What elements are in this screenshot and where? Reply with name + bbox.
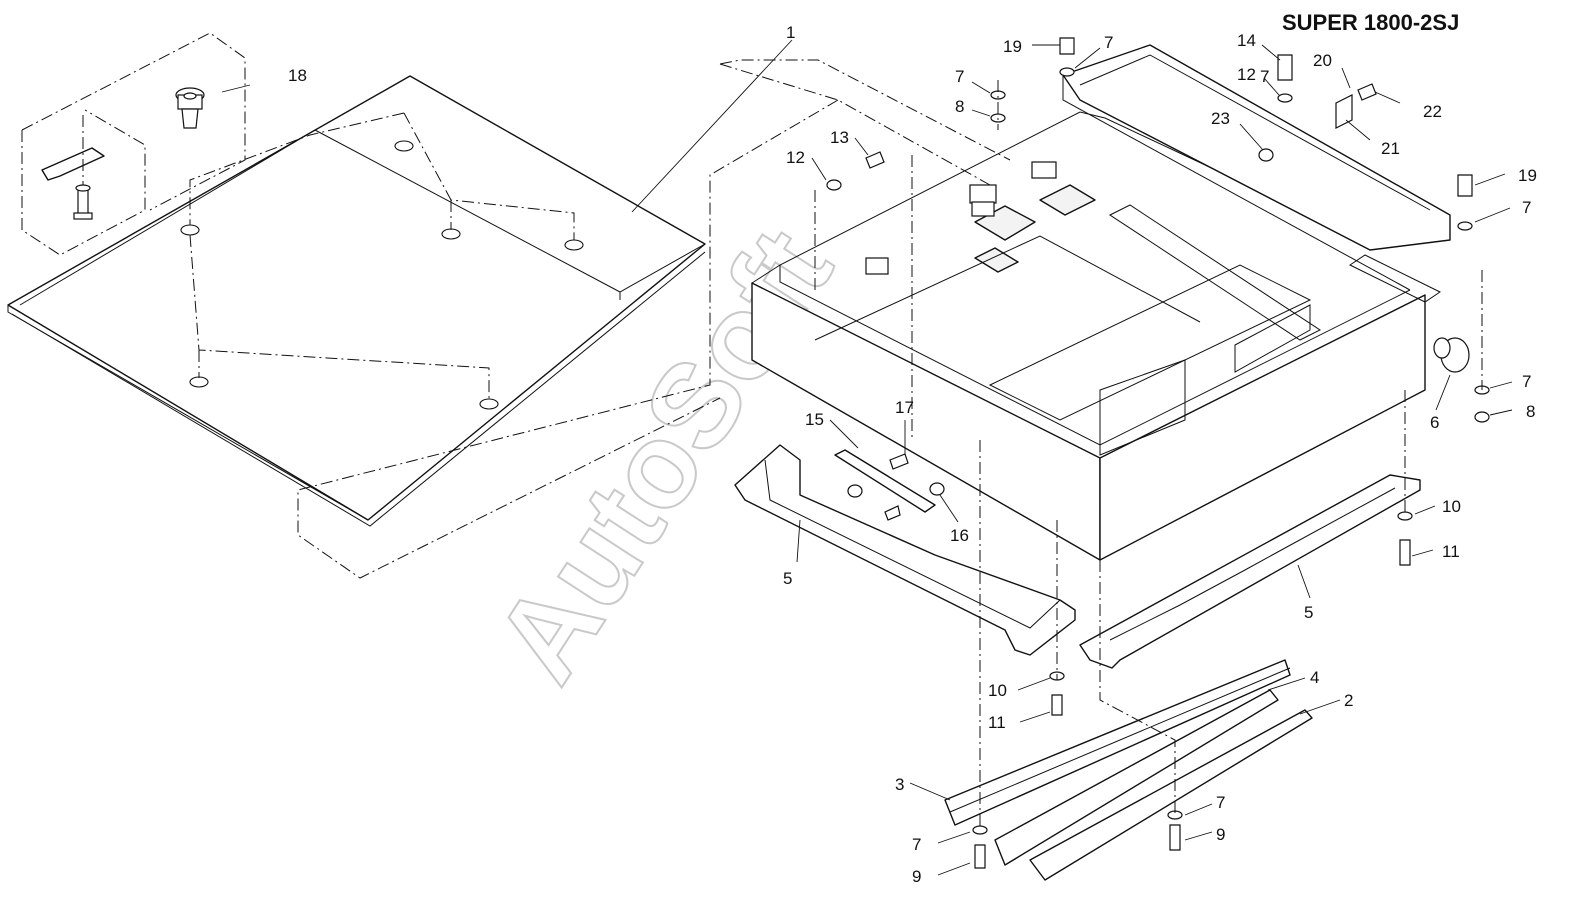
lid-boundary-phantom xyxy=(297,59,1011,579)
carriage-bolt-19b xyxy=(1457,174,1473,231)
callout-7-f: 7 xyxy=(912,835,921,854)
callout-10-b: 10 xyxy=(988,681,1007,700)
callout-9-b: 9 xyxy=(912,867,921,886)
bumper-foot xyxy=(1433,337,1470,373)
callout-7-c: 7 xyxy=(1522,198,1531,217)
callout-5-right: 5 xyxy=(1304,603,1313,622)
callout-7-a: 7 xyxy=(1104,33,1113,52)
washer-7b xyxy=(1474,385,1490,423)
callout-7-g: 7 xyxy=(1260,67,1269,86)
callout-8-b: 8 xyxy=(1526,402,1535,421)
carriage-bolt-14 xyxy=(1277,54,1293,103)
side-bracket-left xyxy=(734,444,1076,656)
callout-13: 13 xyxy=(830,128,849,147)
callout-11-b: 11 xyxy=(988,713,1006,732)
main-box-body xyxy=(751,111,1426,561)
washer-7d xyxy=(1167,810,1183,851)
callout-11-a: 11 xyxy=(1442,542,1460,561)
hex-bolt-12 xyxy=(826,179,842,191)
callout-15: 15 xyxy=(805,410,824,429)
callout-12-a: 12 xyxy=(786,148,805,167)
callout-21: 21 xyxy=(1381,139,1400,158)
callout-20: 20 xyxy=(1313,51,1332,70)
drawing-title: SUPER 1800-2SJ xyxy=(1282,10,1460,35)
callout-18: 18 xyxy=(288,66,307,85)
rail-bracket-20-21 xyxy=(1258,83,1377,162)
lid-panel xyxy=(7,75,706,527)
hinge-strap xyxy=(834,449,945,521)
callout-23: 23 xyxy=(1211,109,1230,128)
latch-knob xyxy=(175,87,205,129)
latch-tongue xyxy=(41,115,105,220)
callout-7-b: 7 xyxy=(955,67,964,86)
callout-19-a: 19 xyxy=(1003,37,1022,56)
callout-2: 2 xyxy=(1344,691,1353,710)
callout-12-b: 12 xyxy=(1237,65,1256,84)
callout-9-a: 9 xyxy=(1216,825,1225,844)
callout-7-e: 7 xyxy=(1216,793,1225,812)
callout-4: 4 xyxy=(1310,668,1319,687)
callout-22: 22 xyxy=(1423,102,1442,121)
washer-10a xyxy=(1397,511,1413,566)
callout-14: 14 xyxy=(1237,31,1256,50)
callout-17: 17 xyxy=(895,398,914,417)
rear-hinge-rail xyxy=(1062,44,1451,303)
seal-strip xyxy=(994,689,1279,866)
callout-6: 6 xyxy=(1430,413,1439,432)
hex-bolt-13 xyxy=(865,151,885,169)
toothed-strip xyxy=(944,659,1291,826)
callout-leaders xyxy=(221,39,1513,876)
assembly-center-lines xyxy=(814,80,1483,830)
callout-numbers: 1 2 3 4 5 5 6 7 7 7 7 7 7 7 8 8 9 9 10 1… xyxy=(288,23,1537,886)
latch-detail-box xyxy=(21,32,246,256)
callout-10-a: 10 xyxy=(1442,497,1461,516)
carriage-bolt-19a xyxy=(1059,37,1075,77)
callout-8-a: 8 xyxy=(955,97,964,116)
callout-16: 16 xyxy=(950,526,969,545)
trim-strip xyxy=(1029,709,1313,881)
side-bracket-right xyxy=(1079,474,1421,669)
callout-7-d: 7 xyxy=(1522,372,1531,391)
lid-center-lines xyxy=(189,112,575,400)
washer-7c xyxy=(972,825,988,869)
callout-19-b: 19 xyxy=(1518,166,1537,185)
callout-1: 1 xyxy=(786,23,795,42)
callout-3: 3 xyxy=(895,775,904,794)
callout-5-left: 5 xyxy=(783,569,792,588)
